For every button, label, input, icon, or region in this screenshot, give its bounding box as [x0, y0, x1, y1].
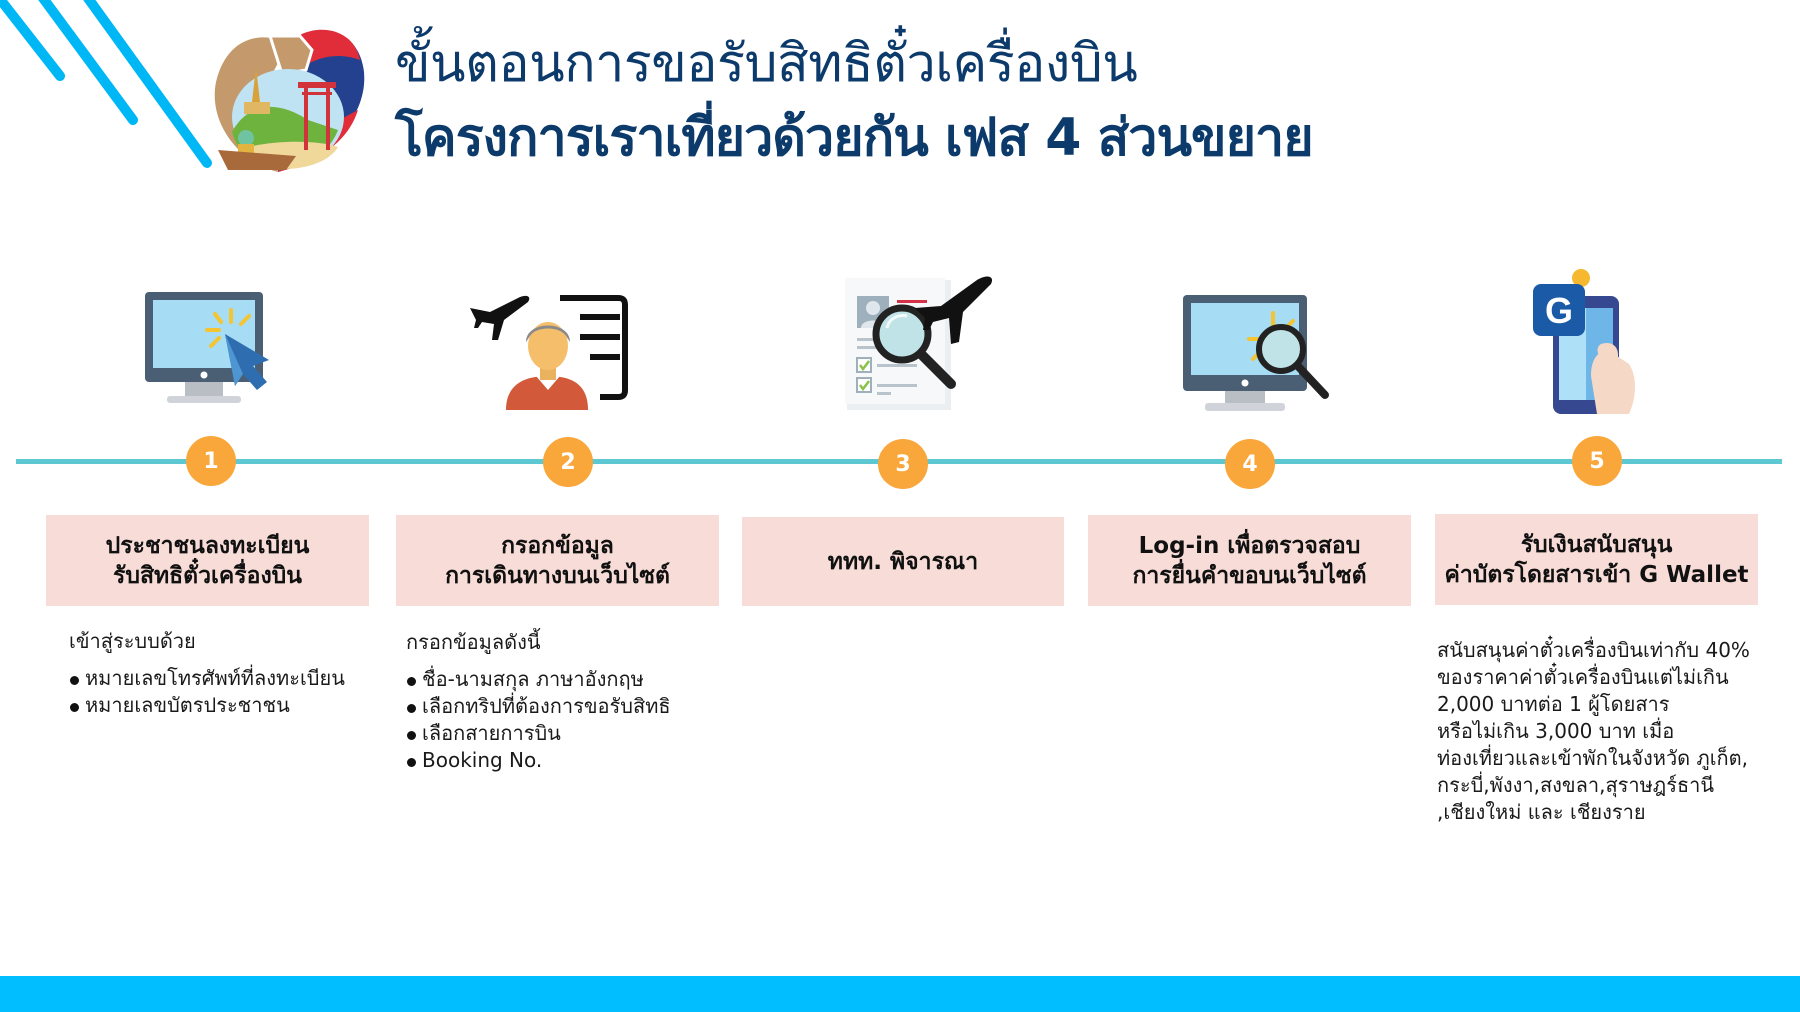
step-box-1-line-2: รับสิทธิตั๋วเครื่องบิน [112, 562, 302, 589]
step-5-paragraph-line: หรือไม่เกิน 3,000 บาท เมื่อ [1437, 719, 1675, 743]
step-2-bullet-list: ชื่อ-นามสกุล ภาษาอังกฤษ เลือกทริปที่ต้อง… [406, 666, 671, 774]
step-box-1: ประชาชนลงทะเบียน รับสิทธิตั๋วเครื่องบิน [46, 515, 369, 606]
step-2-intro: กรอกข้อมูลดังนี้ [406, 630, 541, 654]
step-number-3: 3 [878, 439, 928, 489]
step-5-details: สนับสนุนค่าตั๋วเครื่องบินเท่ากับ 40% ของ… [1437, 637, 1750, 826]
handshake-heart-logo-icon [214, 29, 365, 173]
step-1-bullet: หมายเลขโทรศัพท์ที่ลงทะเบียน [69, 665, 345, 692]
step-1-bullet-list: หมายเลขโทรศัพท์ที่ลงทะเบียน หมายเลขบัตรป… [69, 665, 345, 719]
step-5-paragraph-line: กระบี่,พังงา,สงขลา,สุราษฎร์ธานี [1437, 773, 1715, 797]
monitor-magnifier-icon [1183, 295, 1329, 411]
step-box-3-line-1: ททท. พิจารณา [827, 548, 979, 575]
g-wallet-phone-hand-icon: G [1533, 269, 1635, 414]
step-1-intro: เข้าสู่ระบบด้วย [69, 629, 196, 653]
step-box-5: รับเงินสนับสนุน ค่าบัตรโดยสารเข้า G Wall… [1435, 514, 1758, 605]
document-review-magnifier-plane-icon [845, 276, 993, 410]
step-2-bullet: เลือกทริปที่ต้องการขอรับสิทธิ [406, 693, 671, 720]
bottom-accent-bar [0, 976, 1800, 1012]
step-box-4-line-1: Log-in เพื่อตรวจสอบ [1138, 532, 1361, 559]
step-number-4: 4 [1225, 439, 1275, 489]
step-5-paragraph-line: ของราคาค่าตั๋วเครื่องบินแต่ไม่เกิน [1437, 665, 1729, 689]
step-box-3: ททท. พิจารณา [742, 517, 1064, 606]
step-1-details: เข้าสู่ระบบด้วย หมายเลขโทรศัพท์ที่ลงทะเบ… [69, 628, 345, 719]
step-box-5-line-1: รับเงินสนับสนุน [1520, 531, 1673, 558]
step-2-bullet: Booking No. [406, 747, 671, 774]
step-box-2-line-2: การเดินทางบนเว็บไซต์ [445, 562, 670, 589]
step-5-paragraph-line: สนับสนุนค่าตั๋วเครื่องบินเท่ากับ 40% [1437, 638, 1750, 662]
monitor-click-icon [145, 292, 269, 403]
step-box-2-line-1: กรอกข้อมูล [501, 532, 614, 559]
step-5-paragraph-line: ,เชียงใหม่ และ เชียงราย [1437, 800, 1646, 824]
g-wallet-letter: G [1545, 290, 1573, 331]
step-2-bullet: ชื่อ-นามสกุล ภาษาอังกฤษ [406, 666, 671, 693]
step-box-4: Log-in เพื่อตรวจสอบ การยื่นคำขอบนเว็บไซต… [1088, 515, 1411, 606]
page-title-line-2: โครงการเราเที่ยวด้วยกัน เฟส 4 ส่วนขยาย [395, 108, 1314, 168]
step-number-2: 2 [543, 437, 593, 487]
page-title-line-1: ขั้นตอนการขอรับสิทธิตั๋วเครื่องบิน [395, 34, 1138, 94]
step-box-5-line-2: ค่าบัตรโดยสารเข้า G Wallet [1444, 561, 1749, 588]
step-box-1-line-1: ประชาชนลงทะเบียน [105, 532, 310, 559]
step-number-5: 5 [1572, 436, 1622, 486]
step-box-4-line-2: การยื่นคำขอบนเว็บไซต์ [1132, 562, 1367, 589]
step-number-1: 1 [186, 436, 236, 486]
step-2-bullet: เลือกสายการบิน [406, 720, 671, 747]
step-5-paragraph-line: ท่องเที่ยวและเข้าพักในจังหวัด ภูเก็ต, [1437, 746, 1749, 770]
step-5-paragraph-line: 2,000 บาทต่อ 1 ผู้โดยสาร [1437, 692, 1670, 716]
step-1-bullet: หมายเลขบัตรประชาชน [69, 692, 345, 719]
decorative-stripes [0, 0, 212, 168]
step-2-details: กรอกข้อมูลดังนี้ ชื่อ-นามสกุล ภาษาอังกฤษ… [406, 629, 671, 774]
step-box-2: กรอกข้อมูล การเดินทางบนเว็บไซต์ [396, 515, 719, 606]
traveler-form-plane-icon [470, 295, 628, 410]
